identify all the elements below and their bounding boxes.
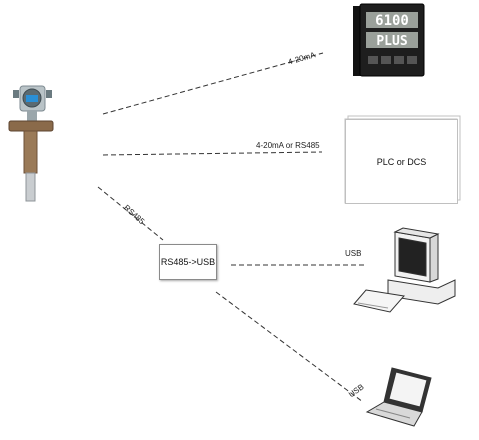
desktop-icon: [353, 227, 456, 313]
controller-icon: 6100 PLUS: [353, 3, 425, 77]
label-usb-desktop: USB: [345, 249, 362, 258]
transmitter-icon: [8, 85, 54, 202]
label-4-20ma-or-rs485: 4-20mA or RS485: [256, 141, 320, 150]
link-line-plc: [102, 151, 323, 156]
controller-display-bottom: PLUS: [376, 34, 407, 49]
laptop-icon: [365, 367, 432, 427]
rs485-usb-converter: RS485->USB: [159, 244, 217, 280]
link-line-rs485: [97, 186, 164, 241]
controller-display-top: 6100: [375, 13, 409, 29]
converter-label: RS485->USB: [160, 257, 216, 267]
link-line-controller: [102, 52, 324, 115]
link-line-laptop: [215, 291, 364, 403]
plc-box: PLC or DCS: [345, 119, 458, 204]
plc-label: PLC or DCS: [376, 156, 427, 167]
